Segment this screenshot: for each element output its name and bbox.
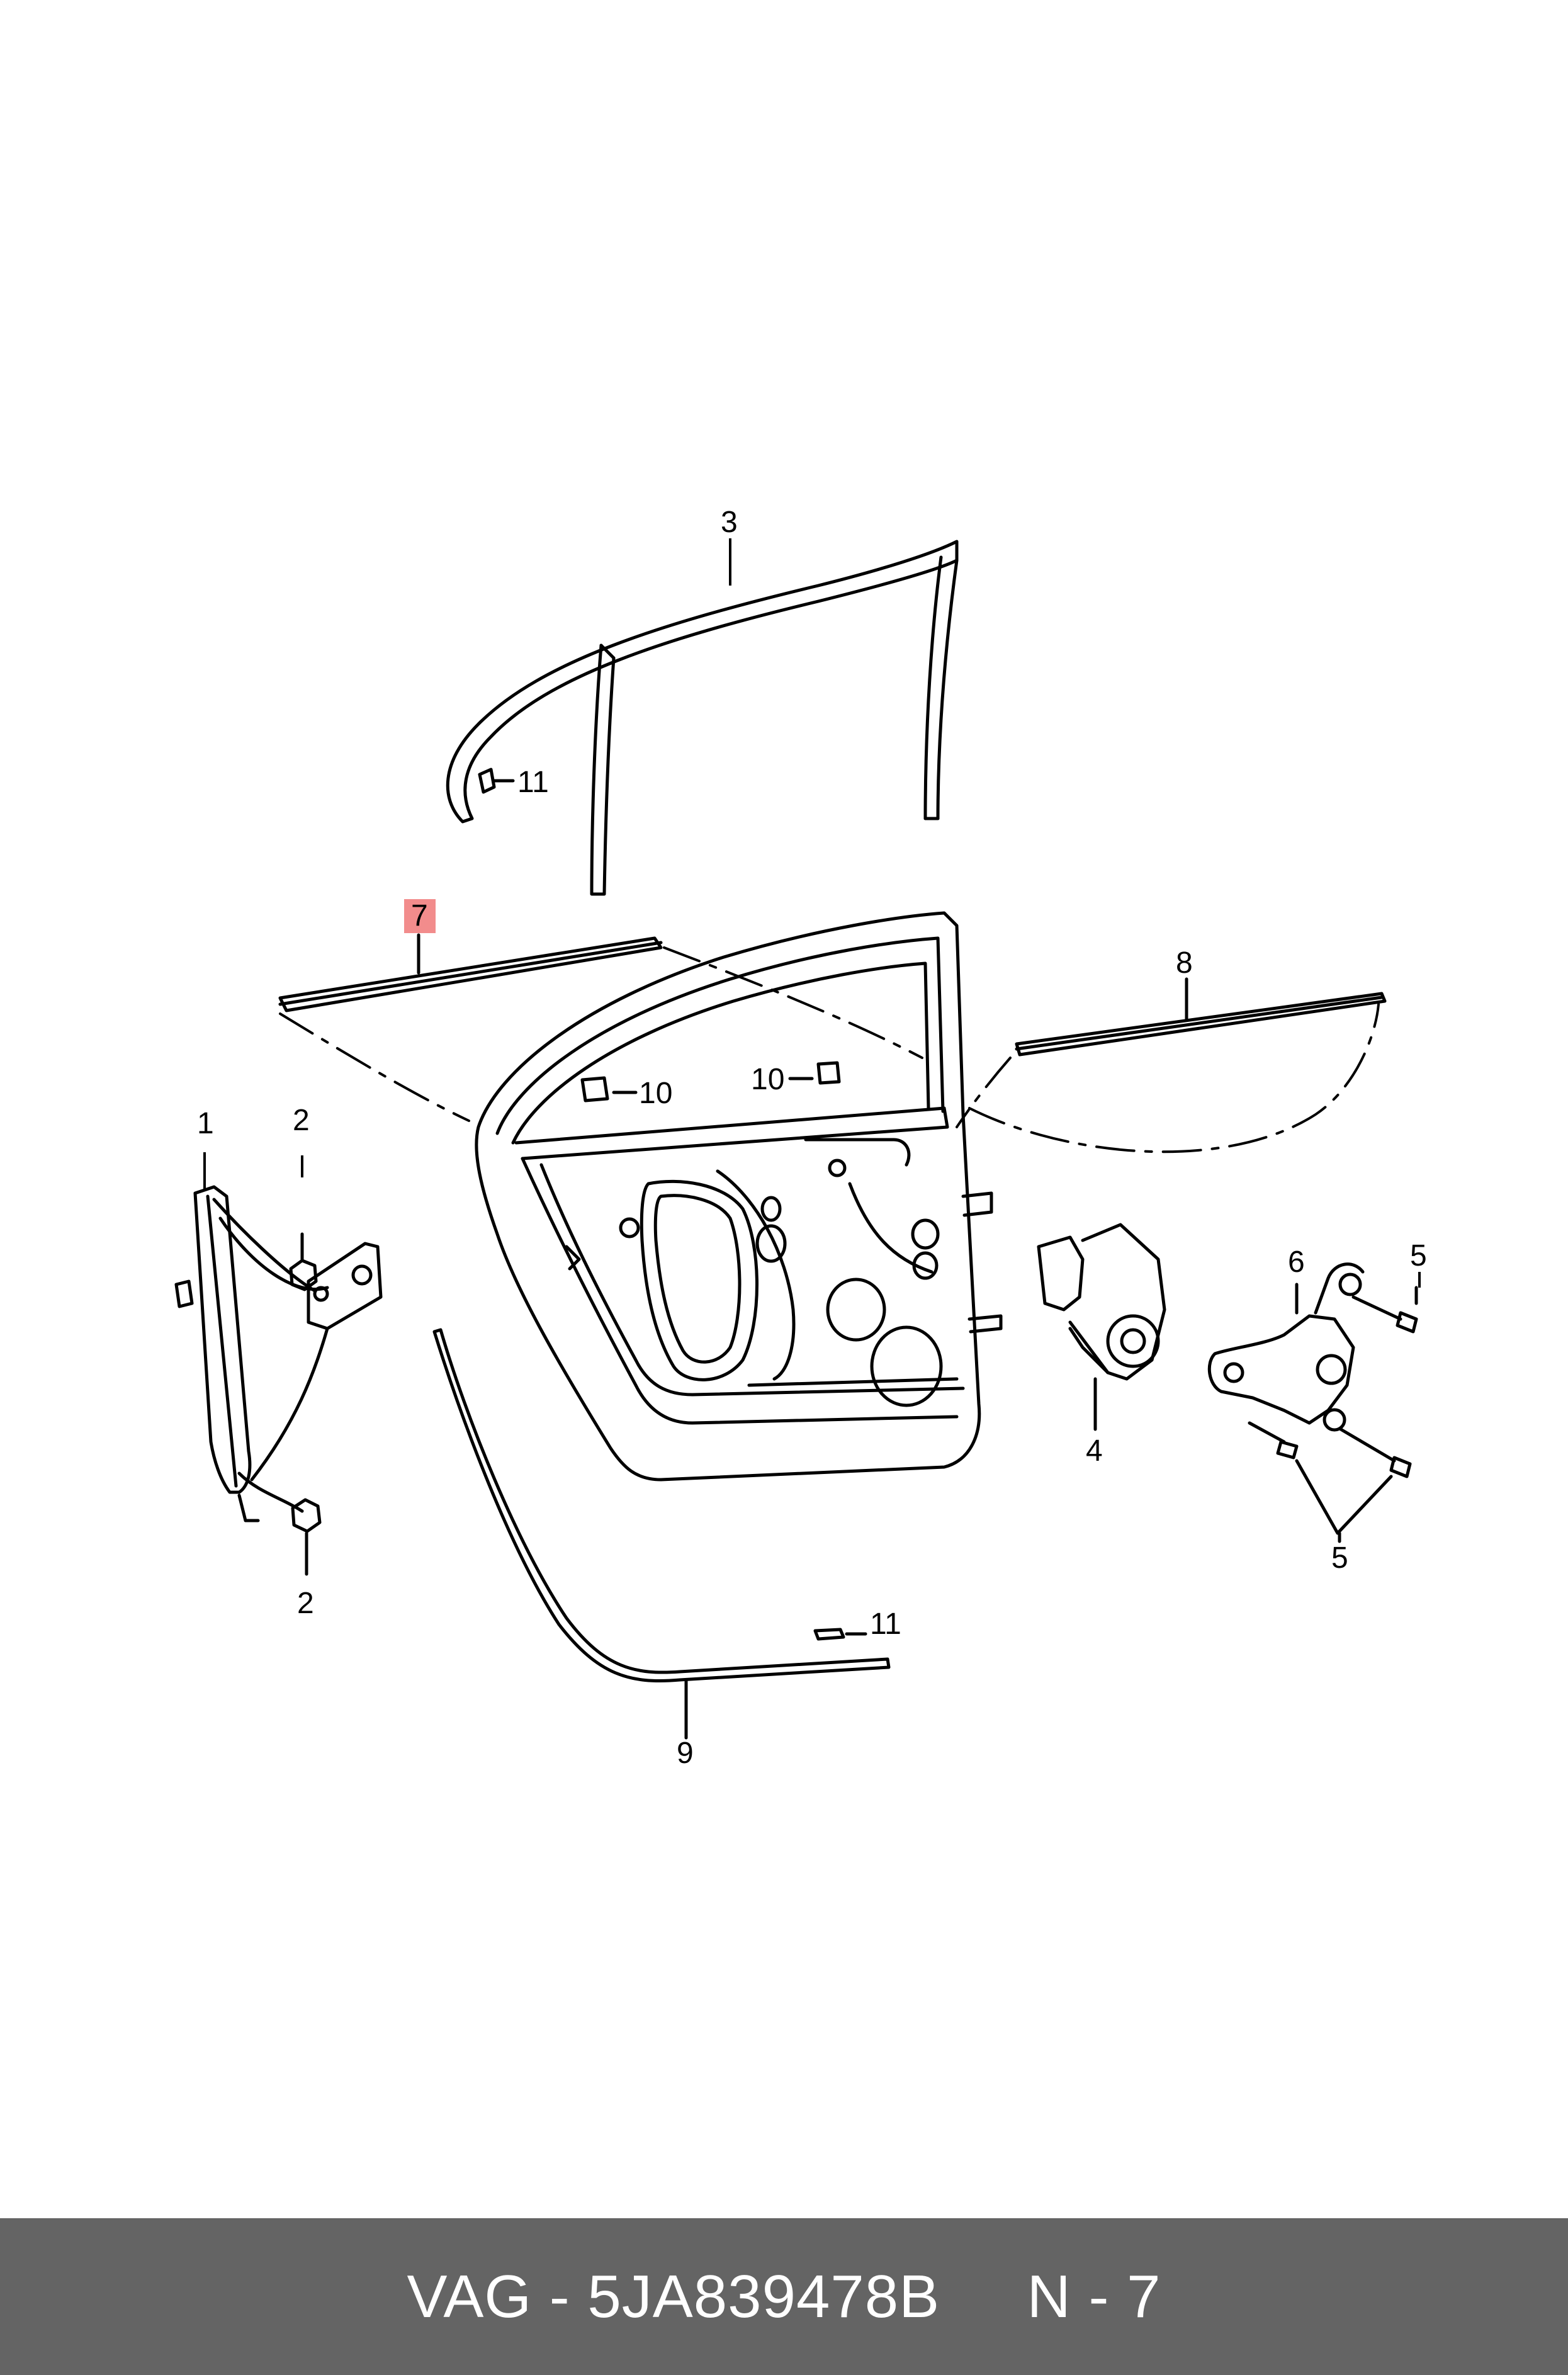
inner-window-strip-part-7: [278, 933, 663, 1012]
bolt-part-5-top: [1351, 1286, 1418, 1334]
bolt-part-5-right: [1339, 1427, 1412, 1478]
callout-label-5-bottom: 5: [1331, 1541, 1348, 1575]
bolt-part-5-left: [1248, 1421, 1299, 1460]
callout-label-10-right: 10: [751, 1063, 784, 1096]
outer-window-strip-part-8: [1015, 977, 1387, 1057]
brand-label: VAG: [407, 2262, 533, 2330]
part-number: 5JA839478B: [587, 2262, 940, 2330]
gap: [940, 2262, 1027, 2332]
nut-part-2-bottom: [291, 1498, 322, 1576]
bracket-part-6: [1207, 1262, 1365, 1432]
separator: [532, 2262, 550, 2332]
callout-7-highlight: [404, 899, 436, 933]
nut-part-2-top: [289, 1232, 318, 1291]
outer-seal-strip-part-9: [432, 1328, 891, 1740]
callout-label-2-top: 2: [293, 1104, 310, 1137]
parts-diagram: 3 11 7 8 10 10 1 2 2 6 5 5 4 11 9: [174, 506, 1427, 1770]
separator-space: [570, 2262, 588, 2332]
bolt-part-5-leader: [1295, 1459, 1393, 1543]
buffer-part-10-left: [580, 1076, 638, 1102]
buffer-part-10-right: [788, 1061, 841, 1085]
door-body: [475, 911, 1003, 1482]
window-frame-seal-part-3: [446, 540, 959, 896]
window-regulator-part-1: [174, 1185, 383, 1522]
regulator-motor-part-4: [1037, 1223, 1166, 1431]
callout-label-6: 6: [1288, 1245, 1305, 1279]
callout-label-10-left: 10: [639, 1077, 672, 1110]
callout-leaders: [203, 538, 1421, 1310]
callout-label-11-bottom: 11: [870, 1607, 901, 1641]
callout-label-4: 4: [1086, 1434, 1103, 1468]
callout-label-7: 7: [411, 899, 428, 932]
callout-label-9: 9: [677, 1737, 694, 1770]
clip-part-11-top: [478, 768, 515, 794]
callout-label-1: 1: [197, 1107, 214, 1140]
position-code: N - 7: [1027, 2262, 1161, 2330]
callout-label-8: 8: [1176, 946, 1193, 980]
footer-caption: VAG - 5JA839478B N - 7: [0, 2218, 1568, 2375]
callout-label-5-top: 5: [1410, 1239, 1427, 1273]
separator-dash: -: [549, 2262, 570, 2330]
clip-part-11-bottom: [813, 1628, 867, 1641]
assembly-guide-lines: [279, 946, 1380, 1153]
callout-label-2-bottom: 2: [297, 1587, 314, 1620]
part-number-footer: VAG - 5JA839478B N - 7: [0, 2218, 1568, 2375]
callout-label-3: 3: [721, 506, 738, 539]
callout-label-11-top: 11: [517, 766, 549, 799]
